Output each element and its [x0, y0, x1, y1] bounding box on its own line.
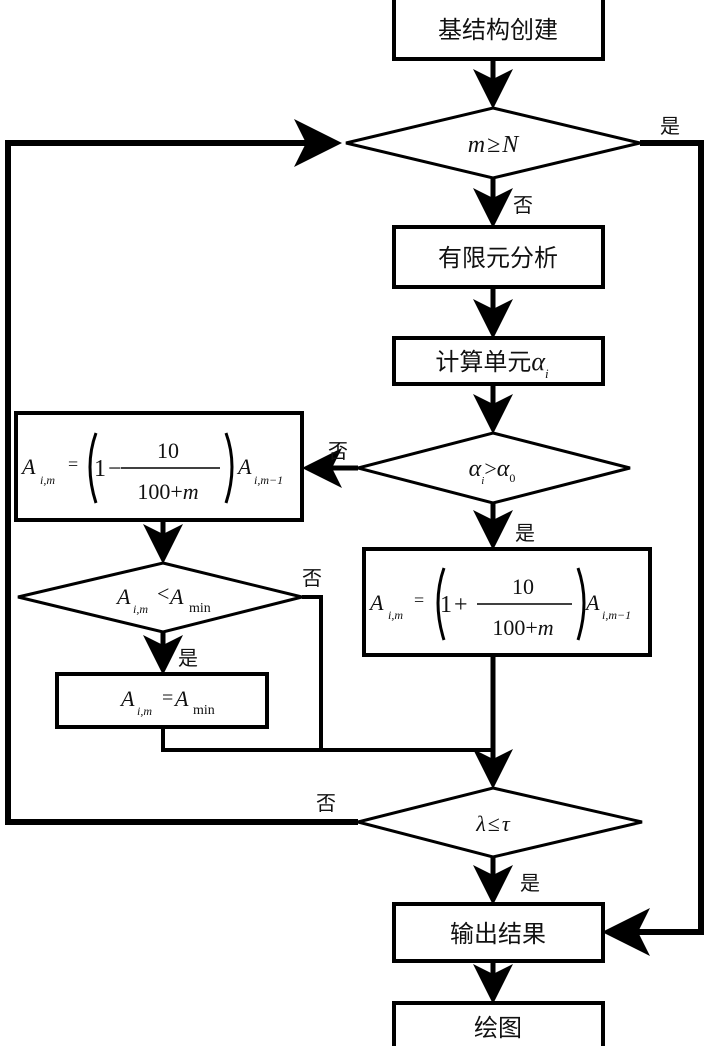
- dec-paren-right: [224, 432, 234, 504]
- dec-den-a: 100+: [137, 479, 182, 504]
- label-min-no: 否: [302, 566, 322, 590]
- op-lt: <: [157, 581, 169, 606]
- decision-iteration: m≥N: [345, 106, 641, 180]
- inc-lhs: A: [368, 590, 384, 615]
- op-geq: ≥: [487, 132, 500, 158]
- dec-rhs-sub: i,m−1: [254, 473, 283, 487]
- set-lhs: A: [119, 686, 135, 711]
- min-lhs: A: [115, 584, 131, 609]
- inc-paren-left: [436, 567, 446, 641]
- edge-min-no: [302, 595, 323, 748]
- inc-eq: =: [414, 590, 424, 610]
- inc-rhs: A: [584, 590, 600, 615]
- node-start-label: 基结构创建: [438, 16, 558, 44]
- decision-alpha: αi>α0: [352, 431, 631, 505]
- inc-one: 1: [440, 592, 452, 618]
- lambda: λ: [475, 811, 486, 836]
- dec-eq: =: [68, 454, 78, 474]
- label-alpha-no: 否: [328, 439, 348, 463]
- edge-iter-yes: [602, 140, 704, 956]
- op-leq: ≤: [488, 811, 500, 836]
- node-plot-label: 绘图: [474, 1014, 522, 1042]
- svg-text:100+m: 100+m: [492, 615, 553, 640]
- alpha-symbol: α: [531, 347, 546, 376]
- svg-text:计算单元αi: 计算单元αi: [435, 347, 549, 381]
- op-gt: >: [484, 456, 496, 481]
- dec-sign: −: [108, 456, 122, 482]
- op-eq: =: [162, 687, 173, 709]
- alpha-lhs-sub: i: [481, 475, 484, 487]
- svg-text:m≥N: m≥N: [468, 132, 521, 158]
- dec-rhs: A: [236, 454, 252, 479]
- alpha-rhs-sub: 0: [509, 471, 515, 485]
- var-m: m: [468, 132, 485, 158]
- min-rhs-sub: min: [189, 601, 211, 616]
- inc-paren-right: [576, 567, 586, 641]
- set-rhs: A: [173, 686, 189, 711]
- node-decrease: A i,m = 1 − 10 100+m A i,m−1: [14, 411, 304, 522]
- tau: τ: [502, 811, 511, 836]
- svg-text:100+m: 100+m: [137, 479, 198, 504]
- svg-text:λ≤τ: λ≤τ: [475, 811, 511, 836]
- node-output: 输出结果: [392, 902, 605, 963]
- set-lhs-sub: i,m: [137, 704, 152, 718]
- dec-den-m: m: [183, 479, 199, 504]
- inc-sign: +: [454, 592, 468, 618]
- inc-den-a: 100+: [492, 615, 537, 640]
- node-increase: A i,m = 1 + 10 100+m A i,m−1: [362, 547, 652, 657]
- label-iter-no: 否: [513, 193, 533, 217]
- node-output-label: 输出结果: [450, 920, 546, 948]
- label-conv-no: 否: [316, 791, 336, 815]
- inc-den-m: m: [538, 615, 554, 640]
- alpha-rhs: α: [497, 456, 510, 482]
- edge-conv-no-loop: [5, 119, 358, 825]
- var-N: N: [501, 132, 520, 158]
- node-fea-label: 有限元分析: [438, 244, 558, 272]
- label-iter-yes: 是: [660, 114, 680, 138]
- dec-one: 1: [94, 456, 106, 482]
- inc-lhs-sub: i,m: [388, 608, 403, 622]
- dec-num: 10: [157, 438, 179, 463]
- dec-lhs: A: [20, 454, 36, 479]
- node-calc: 计算单元αi: [392, 336, 605, 386]
- label-conv-yes: 是: [520, 871, 540, 895]
- min-rhs: A: [168, 584, 184, 609]
- inc-rhs-sub: i,m−1: [602, 608, 631, 622]
- label-alpha-yes: 是: [515, 521, 535, 545]
- node-plot: 绘图: [392, 1001, 605, 1046]
- min-lhs-sub: i,m: [133, 602, 148, 616]
- label-min-yes: 是: [178, 646, 198, 670]
- node-fea: 有限元分析: [392, 225, 605, 289]
- node-start: 基结构创建: [392, 0, 605, 61]
- node-set-min: A i,m = A min: [55, 672, 269, 729]
- dec-lhs-sub: i,m: [40, 473, 55, 487]
- set-rhs-sub: min: [193, 703, 215, 718]
- calc-label: 计算单元: [435, 348, 531, 376]
- decision-convergence: λ≤τ: [357, 786, 643, 859]
- dec-paren-left: [88, 432, 98, 504]
- alpha-lhs: α: [469, 456, 482, 482]
- edge-setmin-merge: [161, 727, 493, 752]
- alpha-sub: i: [545, 366, 549, 381]
- decision-min: A i,m < A min: [17, 561, 303, 634]
- svg-text:αi>α0: αi>α0: [469, 456, 516, 487]
- inc-num: 10: [512, 574, 534, 599]
